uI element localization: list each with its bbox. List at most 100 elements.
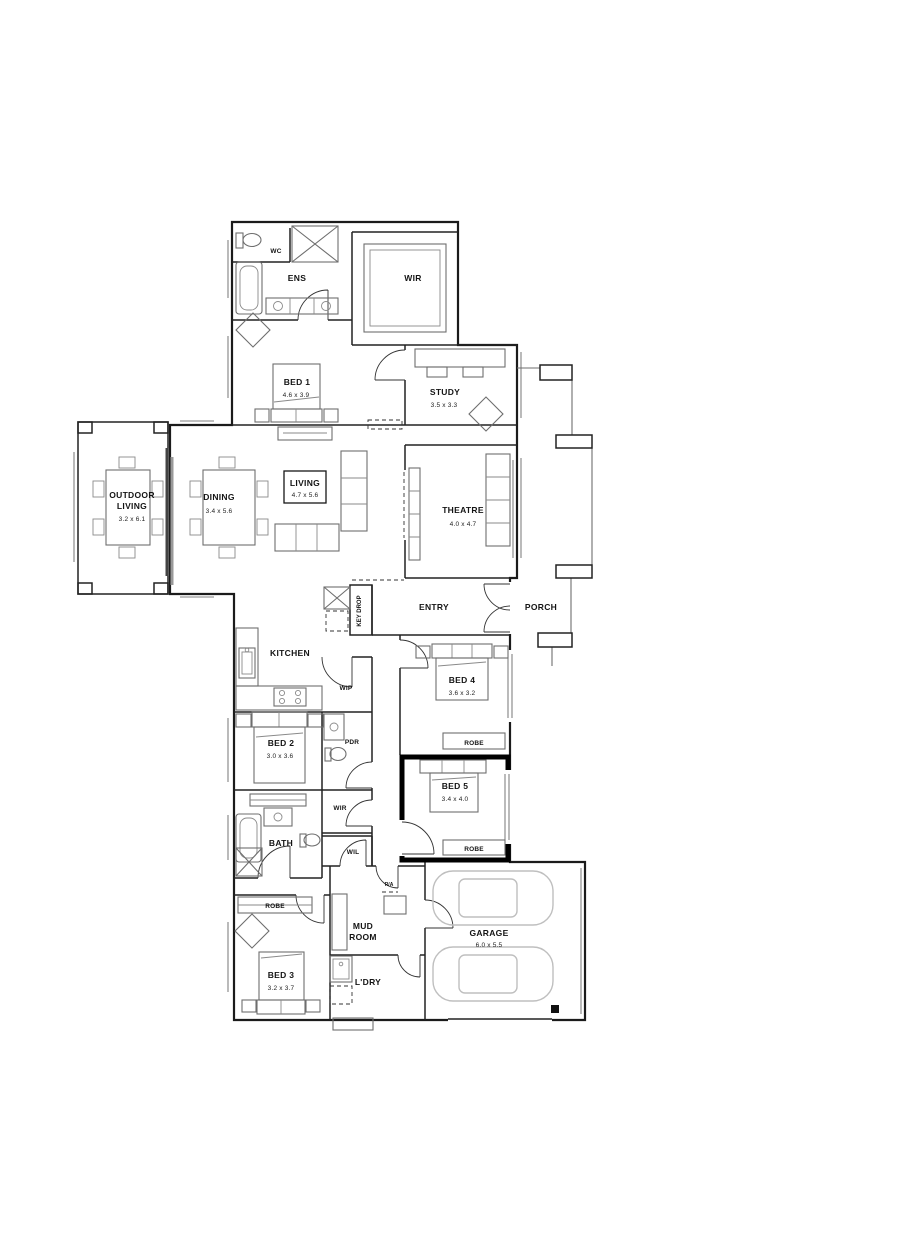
label-dining: DINING [203,492,235,502]
garage-contents [432,870,559,1013]
bed5-window-gap [503,770,513,844]
windows [73,240,582,1014]
label-bed1: BED 1 [284,377,311,387]
label-robe-bed3: ROBE [265,903,285,910]
label-outdoor-living-2: LIVING [117,501,147,511]
bed-icon [435,657,489,701]
dims-dining: 3.4 x 5.6 [206,508,233,515]
label-wil: WIL [347,849,360,856]
desk-icon [414,348,506,368]
bed4-window [507,654,513,718]
dims-bed1: 4.6 x 3.9 [283,392,310,399]
label-wip: WIP [340,685,353,692]
bench-icon [331,893,348,951]
label-wir-main: WIR [404,273,421,283]
label-mud-room-2: ROOM [349,932,377,942]
bed3-furniture [234,896,321,1015]
dims-bed2: 3.0 x 3.6 [267,753,294,760]
dining-table [189,456,269,559]
interior-walls [232,228,517,1020]
chair-icon [235,312,271,348]
meter-box-icon [551,1005,559,1013]
label-bath: BATH [269,838,293,848]
label-wir2: WIR [333,805,346,812]
robe-strips [442,732,506,856]
room-labels: WC ENS WIR BED 1 4.6 x 3.9 STUDY 3.5 x 3… [109,248,557,992]
vanity-icon [263,807,293,827]
dashed-lines [325,419,405,1005]
study-furniture [414,348,506,432]
bed5-furniture [419,759,487,813]
sink-icon [238,647,256,679]
label-porch: PORCH [525,602,557,612]
shower-icon [291,225,339,263]
label-key-drop: KEY DROP [357,595,363,626]
dims-bed3: 3.2 x 3.7 [268,985,295,992]
bed5-door-gap [398,820,407,856]
key-drop-closet [349,584,373,636]
doors [257,289,511,978]
label-wc: WC [270,248,281,255]
bed4-furniture [415,643,509,701]
vanity-icon [323,713,345,741]
label-living: LIVING [290,478,320,488]
shower-icon [235,847,263,877]
chair-icon [468,396,504,432]
label-robe-bed5-top: ROBE [464,740,484,747]
wall-openings [448,582,552,1025]
label-return-air: R/A [385,882,394,888]
label-ens: ENS [288,273,306,283]
outdoor-table [92,456,164,559]
label-bed5: BED 5 [442,781,469,791]
sofa-icon [274,523,340,552]
dims-outdoor-living: 3.2 x 6.1 [119,516,146,523]
label-bed3: BED 3 [268,970,295,980]
living-furniture [274,450,368,552]
label-ldry: L'DRY [355,977,381,987]
toilet-icon [324,747,332,762]
wir-shelving [363,243,447,333]
label-outdoor-living-1: OUTDOOR [109,490,155,500]
label-bed4: BED 4 [449,675,476,685]
bathtub-icon [235,261,263,315]
car-icon [432,870,554,926]
label-pdr: PDR [345,739,359,746]
dims-theatre: 4.0 x 4.7 [450,521,477,528]
toilet-icon [299,833,307,848]
theatre-furniture [408,453,511,561]
label-bed2: BED 2 [268,738,295,748]
cooktop-icon [273,687,307,707]
exterior-walls [168,220,587,1022]
kitchen-fixtures [235,627,323,711]
label-study: STUDY [430,387,460,397]
bath-fixtures [235,793,321,877]
laundry-fixtures [329,955,374,1031]
label-robe-bed5-bottom: ROBE [464,846,484,853]
label-garage: GARAGE [469,928,508,938]
bed-icon [253,726,306,784]
label-mud-room-1: MUD [353,921,373,931]
porch-structure [517,364,593,666]
laundry-trough-icon [329,955,353,983]
entry-fixtures [323,584,373,636]
bench-icon [235,685,323,711]
bed2-furniture [235,711,324,784]
ensuite-fixtures [235,225,339,348]
powder-fixtures [323,713,347,762]
bed1-furniture [254,363,339,441]
tv-unit-icon [277,426,333,441]
double-vanity-icon [265,297,339,315]
dims-living: 4.7 x 5.6 [292,492,319,499]
outdoor-living-structure [77,421,174,595]
sofa-icon [340,450,368,532]
dims-bed5: 3.4 x 4.0 [442,796,469,803]
chair-icon [234,913,270,949]
car-icon [432,946,554,1002]
bench-icon [383,895,407,915]
label-kitchen: KITCHEN [270,648,310,658]
toilet-icon [235,232,244,249]
label-entry: ENTRY [419,602,449,612]
bed5-thick-walls [398,754,513,863]
